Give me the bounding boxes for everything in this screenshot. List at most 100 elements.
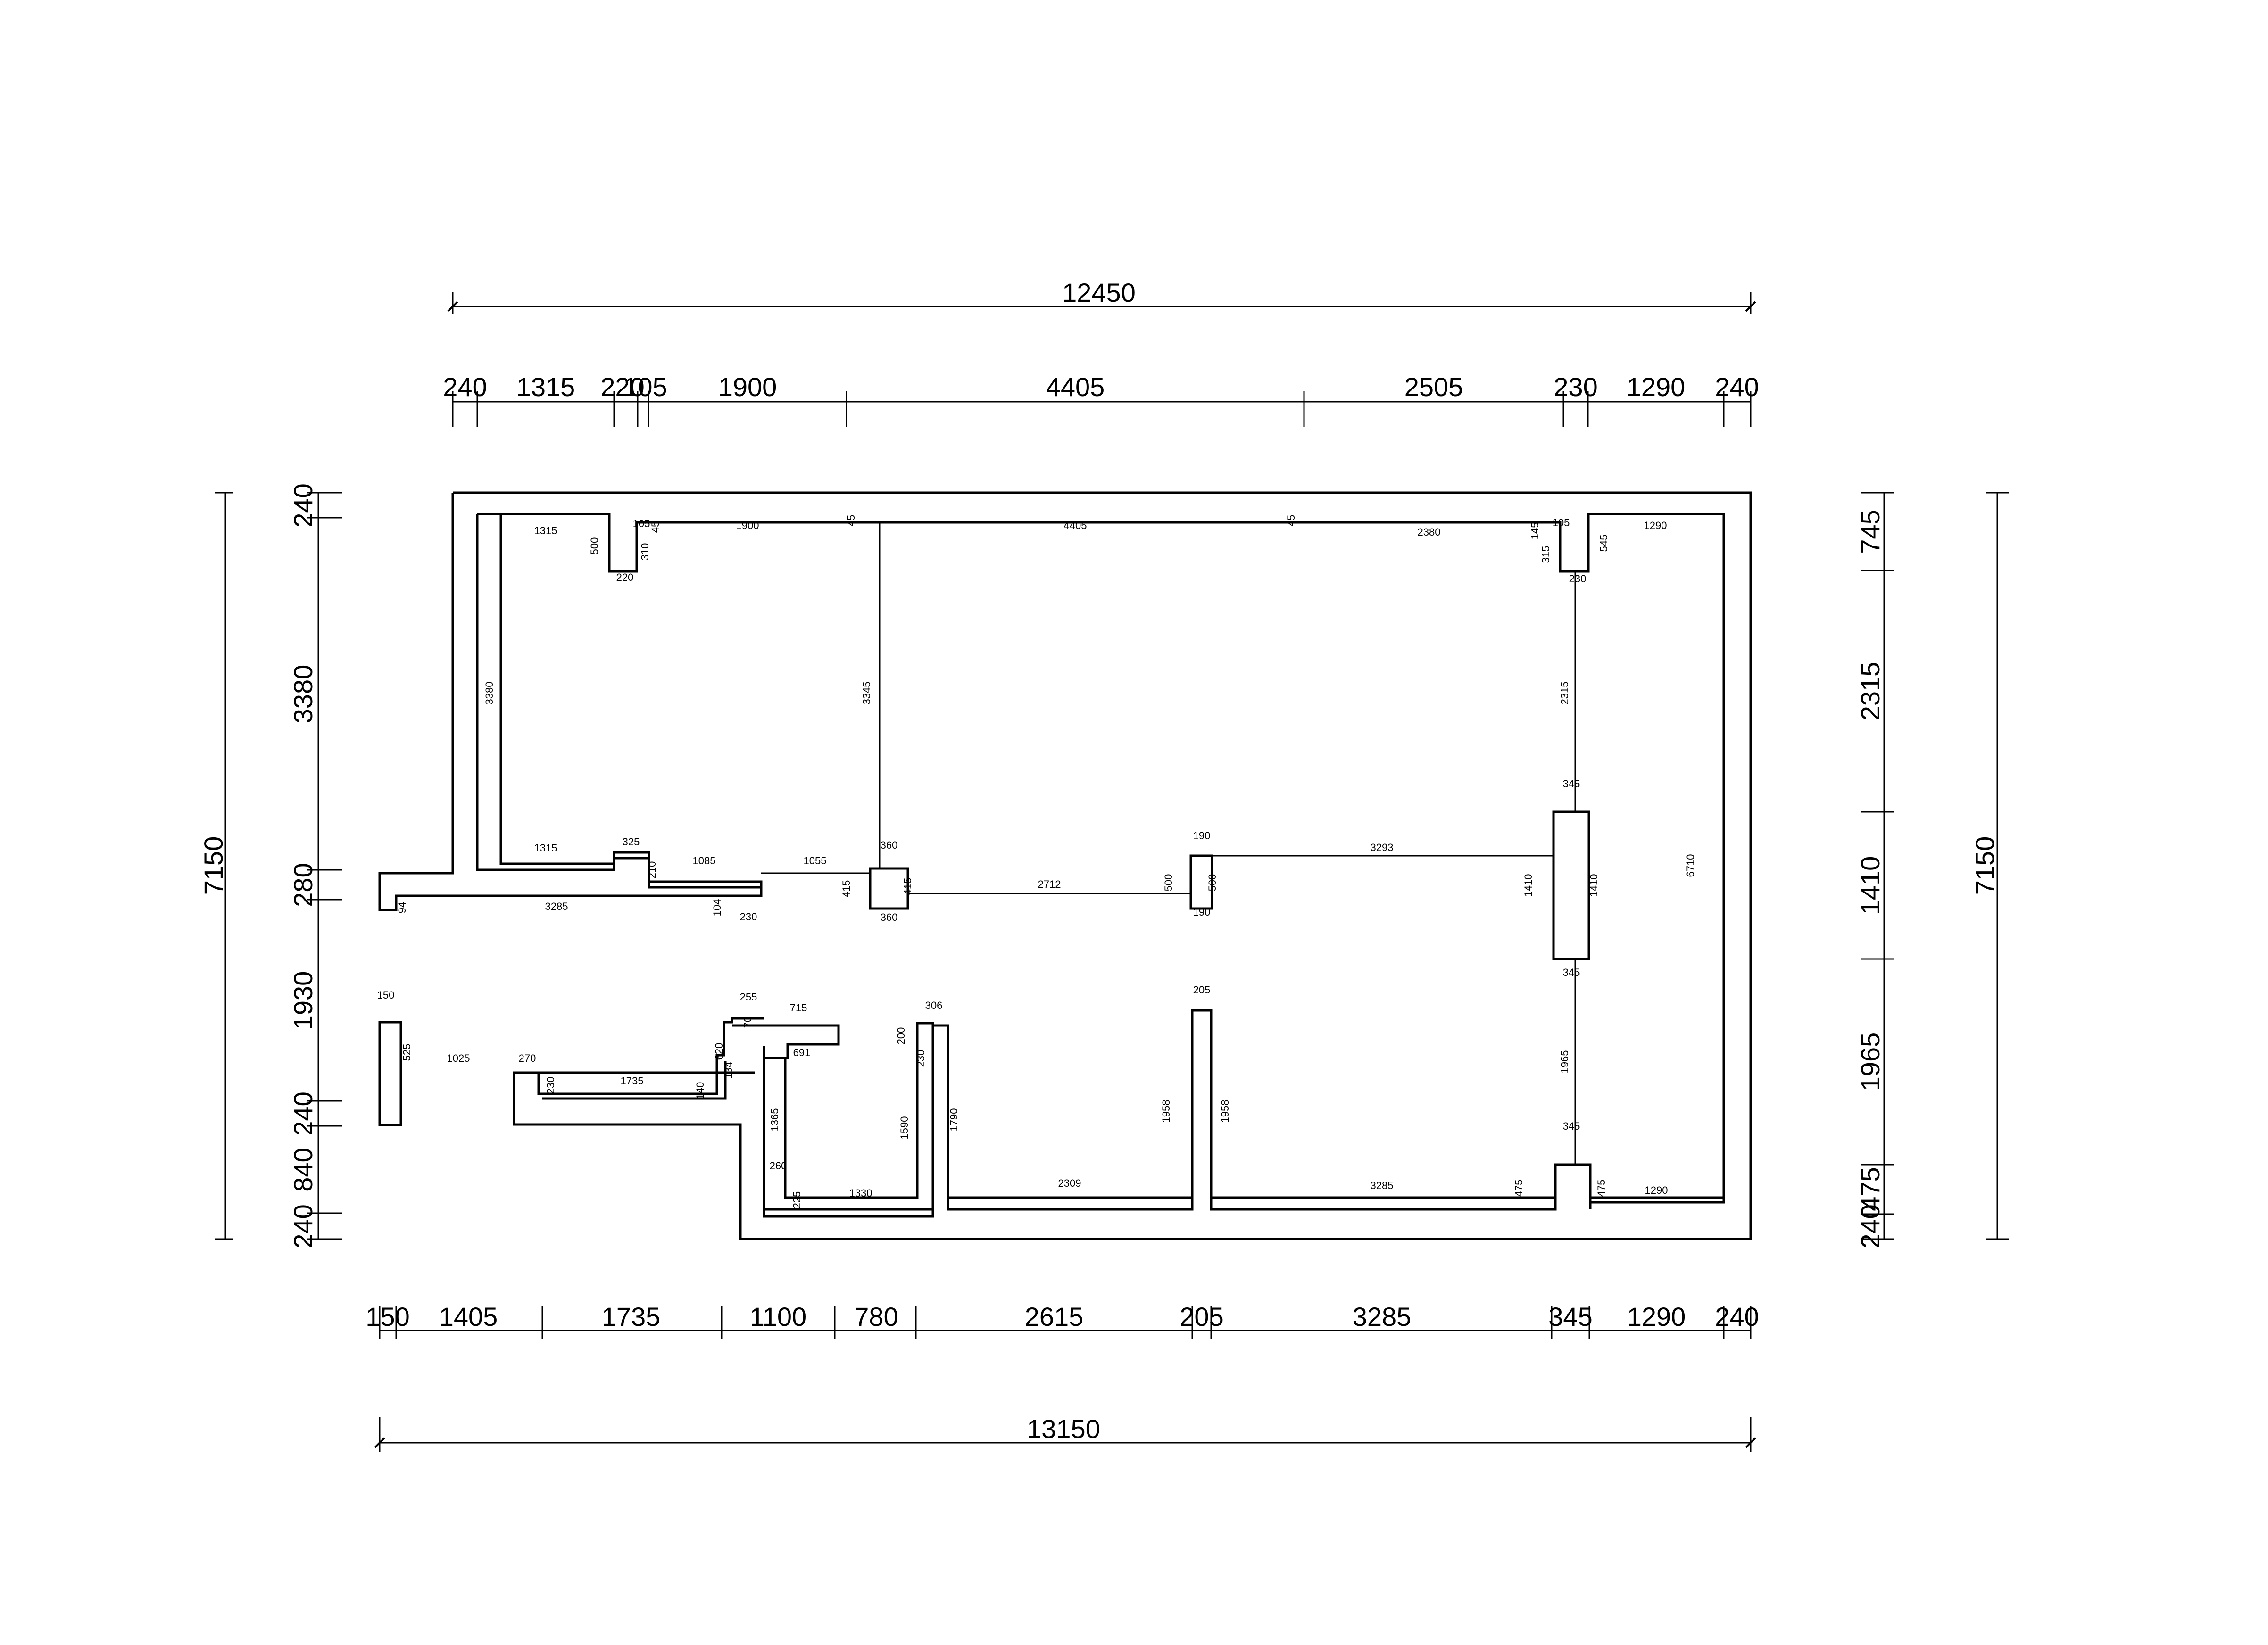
idim-12: 105 <box>1553 517 1570 529</box>
idim-24: 1085 <box>693 855 716 867</box>
idim-72: 475 <box>1595 1180 1607 1197</box>
idim-4: 310 <box>639 543 651 561</box>
idim-2: 105 <box>633 518 650 529</box>
dim-right-5: 240 <box>1855 1204 1885 1248</box>
dim-top-total: 12450 <box>1062 278 1136 307</box>
idim-50: 140 <box>694 1082 706 1099</box>
idim-62: 200 <box>895 1027 907 1045</box>
idim-29: 360 <box>881 911 898 923</box>
idim-55: 715 <box>790 1002 807 1014</box>
idim-68: 205 <box>1193 984 1211 996</box>
dim-right-3: 1965 <box>1855 1033 1885 1091</box>
idim-46: 1025 <box>447 1052 470 1064</box>
idim-20: 6710 <box>1685 854 1696 877</box>
idim-63: 230 <box>915 1050 927 1067</box>
idim-36: 345 <box>1563 778 1580 790</box>
dim-top-8: 1290 <box>1627 372 1686 402</box>
idim-61: 306 <box>925 1000 943 1011</box>
dim-right-0: 745 <box>1855 510 1885 554</box>
dim-bottom-9: 1290 <box>1627 1302 1686 1331</box>
dim-top-9: 240 <box>1715 372 1759 402</box>
idim-17: 3380 <box>483 682 495 705</box>
dim-top-4: 1900 <box>718 372 777 402</box>
idim-44: 150 <box>377 989 395 1001</box>
idim-3: 45 <box>649 521 661 533</box>
dim-left-total: 7150 <box>199 836 228 895</box>
idim-34: 190 <box>1193 906 1211 918</box>
idim-41: 94 <box>396 902 408 913</box>
idim-15: 230 <box>1569 573 1587 585</box>
dim-right-ticks <box>1861 492 1894 1240</box>
idim-74: 1965 <box>1559 1050 1570 1074</box>
idim-28: 415 <box>902 878 914 895</box>
bottom-dimensions: 150 1405 1735 1100 780 2615 205 3285 345… <box>366 1302 1759 1452</box>
dim-left-5: 840 <box>288 1148 318 1191</box>
dim-right-2: 1410 <box>1855 856 1885 915</box>
idim-16: 1290 <box>1644 520 1667 531</box>
idim-71: 475 <box>1513 1180 1525 1197</box>
idim-45: 525 <box>401 1044 413 1061</box>
idim-53: 70 <box>742 1017 754 1028</box>
idim-8: 4405 <box>1064 520 1087 531</box>
lower-room-1 <box>763 1022 934 1218</box>
dim-bottom-8: 345 <box>1548 1302 1592 1331</box>
idim-42: 104 <box>711 899 723 917</box>
lower-room-2 <box>947 1196 1194 1209</box>
idim-75: 345 <box>1563 1120 1580 1132</box>
idim-65: 1790 <box>948 1108 960 1132</box>
idim-38: 1410 <box>1588 874 1600 897</box>
dim-top-ticks <box>452 391 1752 427</box>
idim-32: 500 <box>1163 874 1174 892</box>
dim-bottom-4: 780 <box>854 1302 898 1331</box>
left-dimensions: 7150 240 3380 280 1930 240 840 240 <box>199 483 342 1248</box>
dim-bottom-ticks <box>379 1306 1752 1339</box>
idim-33: 500 <box>1206 874 1218 892</box>
dim-top-2: 220 <box>600 372 644 402</box>
idim-40: 3285 <box>545 901 568 912</box>
dim-bottom-total: 13150 <box>1027 1414 1100 1444</box>
idim-59: 225 <box>791 1191 803 1209</box>
idim-19: 2315 <box>1559 682 1570 705</box>
idim-48: 1735 <box>621 1075 644 1087</box>
idim-26: 360 <box>881 839 898 851</box>
inner-top-wall <box>477 513 1725 1211</box>
idim-22: 325 <box>623 836 640 848</box>
idim-43: 230 <box>740 911 757 923</box>
dim-bottom-6: 205 <box>1180 1302 1223 1331</box>
dim-left-1: 3380 <box>288 665 318 724</box>
idim-67: 1958 <box>1160 1100 1172 1123</box>
dim-top-1: 1315 <box>516 372 575 402</box>
idim-70: 3285 <box>1371 1180 1394 1191</box>
lower-corridor-wall <box>514 1061 755 1100</box>
dim-bottom-0: 150 <box>366 1302 409 1331</box>
idim-37: 1410 <box>1522 874 1534 897</box>
idim-0: 1315 <box>534 525 557 537</box>
idim-14: 545 <box>1598 535 1610 552</box>
idim-73: 1290 <box>1645 1184 1668 1196</box>
dim-bottom-5: 2615 <box>1025 1302 1084 1331</box>
lower-room-3 <box>1210 1196 1557 1209</box>
dim-left-2: 280 <box>288 863 318 907</box>
dim-top-6: 2505 <box>1404 372 1463 402</box>
idim-54: 255 <box>740 991 757 1003</box>
column-3 <box>1552 810 1590 960</box>
idim-27: 415 <box>840 880 852 898</box>
dim-left-0: 240 <box>288 483 318 527</box>
dim-right-total: 7150 <box>1970 836 2000 895</box>
column-2 <box>1189 854 1213 910</box>
dim-left-6: 240 <box>288 1204 318 1248</box>
idim-5: 220 <box>616 571 634 583</box>
dim-bottom-1: 1405 <box>439 1302 498 1331</box>
idim-56: 691 <box>793 1047 811 1058</box>
dim-bottom-10: 240 <box>1715 1302 1759 1331</box>
idim-69: 1958 <box>1219 1100 1231 1123</box>
idim-49: 230 <box>545 1077 557 1094</box>
left-wing-lower <box>476 514 761 889</box>
idim-58: 260 <box>770 1160 787 1172</box>
idim-30: 2712 <box>1038 878 1061 890</box>
idim-9: 45 <box>1285 515 1297 526</box>
dim-right-1: 2315 <box>1855 662 1885 721</box>
idim-35: 3293 <box>1371 842 1394 853</box>
dim-top-3: 105 <box>623 372 667 402</box>
